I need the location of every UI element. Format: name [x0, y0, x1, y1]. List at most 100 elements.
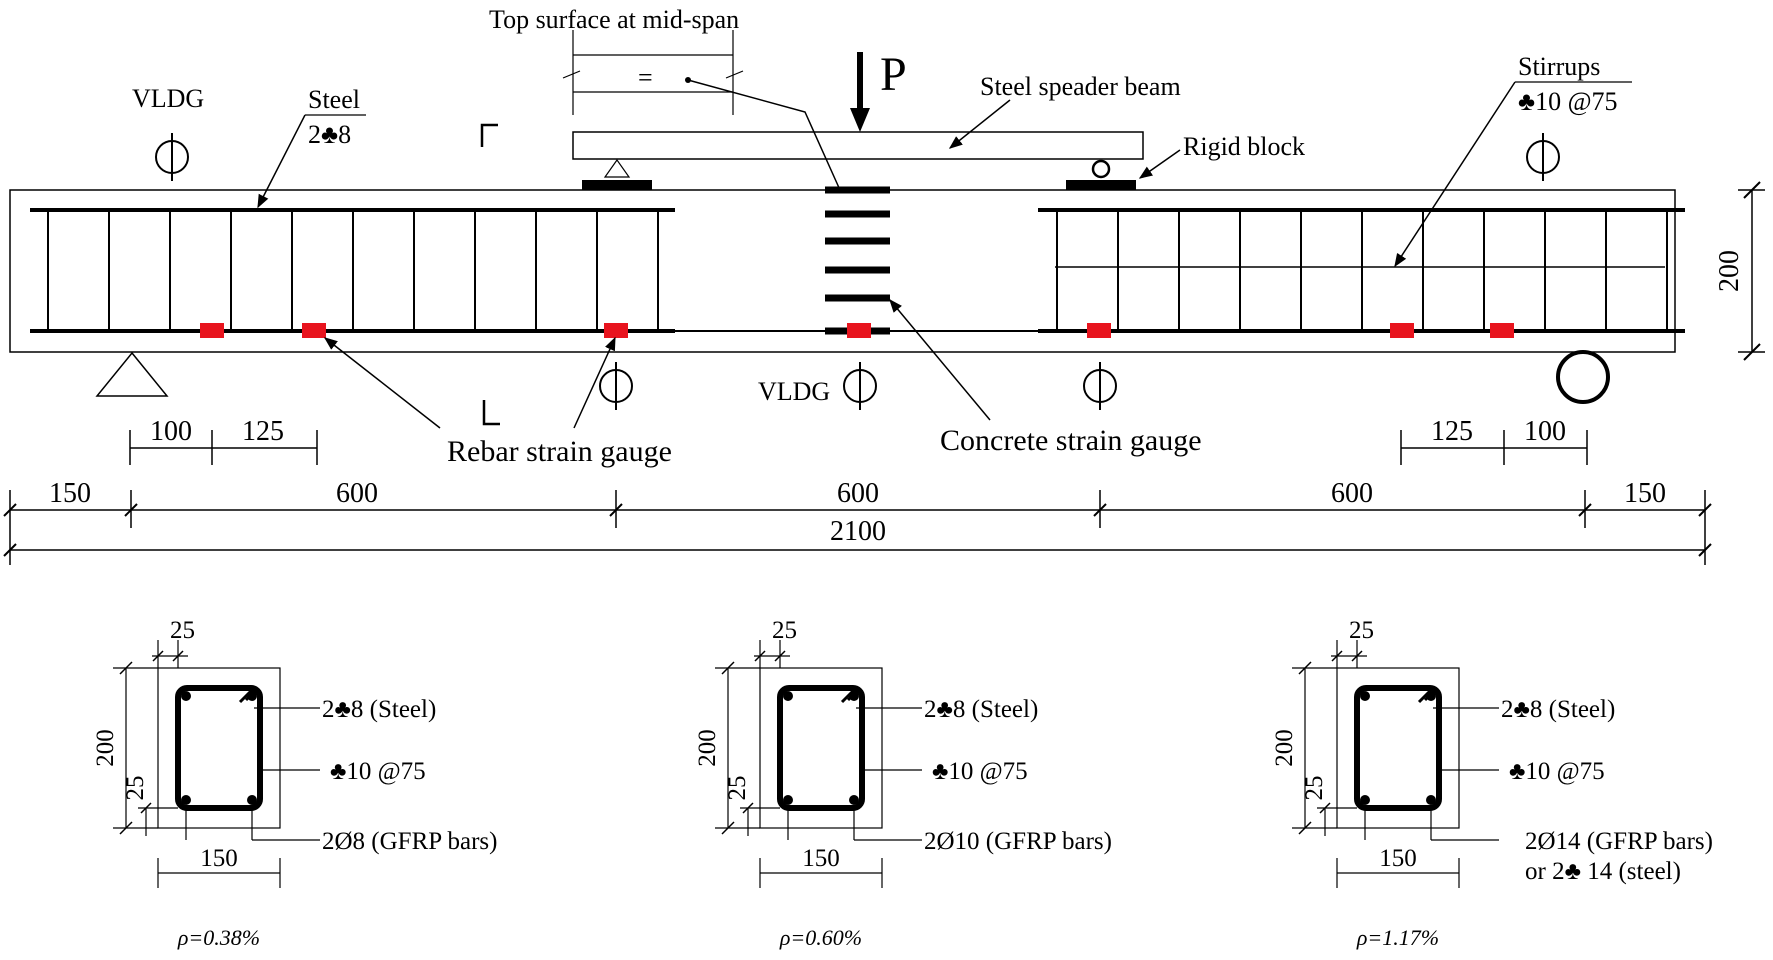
- rebar-bar: [247, 795, 257, 805]
- section-top-bars-label: 2♣8 (Steel): [924, 696, 1038, 723]
- span-dim-4: 600: [1331, 478, 1373, 509]
- section-stirrup: [777, 685, 865, 811]
- rebar-bar: [181, 691, 191, 701]
- steel-label: Steel: [308, 85, 360, 114]
- span-dim-3: 600: [837, 478, 879, 509]
- section-cover-top-dim: 25: [772, 617, 797, 644]
- rigid-block-label: Rigid block: [1183, 132, 1305, 161]
- section-cut-mark-top: [480, 123, 498, 147]
- rebar-bar: [1360, 691, 1370, 701]
- concrete-strain-gauge-label: Concrete strain gauge: [940, 424, 1202, 457]
- gauge-dim-right-2: 100: [1524, 416, 1566, 447]
- rebar-bar: [247, 691, 257, 701]
- vldg-icon: [599, 362, 633, 410]
- rebar-bar: [849, 795, 859, 805]
- rigid-block-leader: [1138, 149, 1181, 179]
- rebar-gauge-leader-2: [573, 336, 616, 429]
- roller-support: [1556, 350, 1610, 404]
- height-dimension: [1738, 181, 1765, 361]
- vldg-icon: [843, 362, 877, 410]
- section-bottom-bars-label: 2Ø14 (GFRP bars): [1525, 828, 1713, 855]
- steel-leader: [257, 114, 306, 209]
- section-reinforcement-ratio: ρ=1.17%: [1356, 925, 1439, 950]
- section-cover-side-dim: 25: [122, 776, 149, 801]
- steel-spreader-beam-label: Steel speader beam: [980, 72, 1181, 101]
- rebar-bar: [181, 795, 191, 805]
- rebar-gauge-leader-1: [323, 337, 441, 429]
- section-bottom-bars-label: 2Ø10 (GFRP bars): [924, 828, 1112, 855]
- vldg-label-mid: VLDG: [758, 377, 830, 406]
- load-arrow: [850, 52, 870, 132]
- rebar-bar: [783, 795, 793, 805]
- section-stirrup-label: ♣10 @75: [932, 758, 1028, 785]
- section-top-bars-label: 2♣8 (Steel): [322, 696, 436, 723]
- span-dims: [3, 490, 1712, 565]
- top-surface-label: Top surface at mid-span: [489, 5, 739, 34]
- vldg-icon: [155, 133, 189, 181]
- stirrups-leader: [1394, 81, 1516, 268]
- stirrups-label: Stirrups: [1518, 52, 1600, 81]
- rebar-strain-gauge: [847, 323, 871, 338]
- vldg-symbols: [155, 133, 1560, 410]
- rebar-bar: [1360, 795, 1370, 805]
- steel-spec: 2♣8: [308, 120, 351, 149]
- section-top-bars-label: 2♣8 (Steel): [1501, 696, 1615, 723]
- section-height-dim: 200: [92, 729, 119, 767]
- stirrups-spec: ♣10 @75: [1518, 87, 1618, 116]
- section-width-dim: 150: [200, 845, 238, 872]
- section-stirrup: [1354, 685, 1442, 811]
- gauge-dim-left-2: 125: [242, 416, 284, 447]
- section-concrete-outline: [157, 667, 281, 829]
- rebar-bar: [1426, 691, 1436, 701]
- gauge-spacing-dims: [129, 430, 1588, 465]
- rebar-strain-gauge: [604, 323, 628, 338]
- rebar-strain-gauge: [200, 323, 224, 338]
- span-dim-1: 150: [49, 478, 91, 509]
- section-width-dim: 150: [1379, 845, 1417, 872]
- load-symbol: P: [880, 48, 907, 101]
- section-reinforcement-ratio: ρ=0.60%: [779, 925, 862, 950]
- total-length-dim: 2100: [830, 516, 886, 547]
- gauge-dim-right-1: 125: [1431, 416, 1473, 447]
- top-surface-detail: [562, 30, 841, 191]
- section-cut-mark-bottom: [482, 400, 500, 426]
- pin-support: [95, 351, 169, 397]
- section-concrete-outline: [759, 667, 883, 829]
- spreader-leader: [948, 99, 1011, 149]
- section-height-dim: 200: [694, 729, 721, 767]
- section-bottom-bars-label: or 2♣ 14 (steel): [1525, 858, 1681, 885]
- right-reinforcement-cage: [1038, 208, 1685, 333]
- span-dim-2: 600: [336, 478, 378, 509]
- rebar-strain-gauge: [1490, 323, 1514, 338]
- vldg-label-left: VLDG: [132, 84, 204, 113]
- rebar-bar: [1426, 795, 1436, 805]
- gauge-dim-left-1: 100: [150, 416, 192, 447]
- section-cover-side-dim: 25: [724, 776, 751, 801]
- section-concrete-outline: [1336, 667, 1460, 829]
- section-stirrup-label: ♣10 @75: [330, 758, 426, 785]
- steel-spreader-beam: [572, 131, 1144, 160]
- rebar-strain-gauges: [200, 323, 1514, 338]
- right-loading-roller: [1091, 159, 1111, 179]
- rebar-strain-gauge: [1087, 323, 1111, 338]
- left-loading-plate: [582, 180, 652, 190]
- rebar-bar: [783, 691, 793, 701]
- rebar-bar: [849, 691, 859, 701]
- concrete-gauge-leader: [889, 298, 991, 421]
- left-loading-pin: [603, 158, 631, 178]
- rebar-strain-gauge: [1390, 323, 1414, 338]
- section-cover-side-dim: 25: [1301, 776, 1328, 801]
- section-stirrup-label: ♣10 @75: [1509, 758, 1605, 785]
- height-dim-text: 200: [1714, 250, 1745, 292]
- section-width-dim: 150: [802, 845, 840, 872]
- rebar-strain-gauge-label: Rebar strain gauge: [447, 435, 672, 468]
- span-dim-5: 150: [1624, 478, 1666, 509]
- left-reinforcement-cage: [30, 208, 675, 333]
- top-surface-mark: =: [638, 63, 653, 92]
- section-stirrup: [175, 685, 263, 811]
- beam-elevation: P Top surface at mid-span = Steel speade…: [3, 5, 1765, 565]
